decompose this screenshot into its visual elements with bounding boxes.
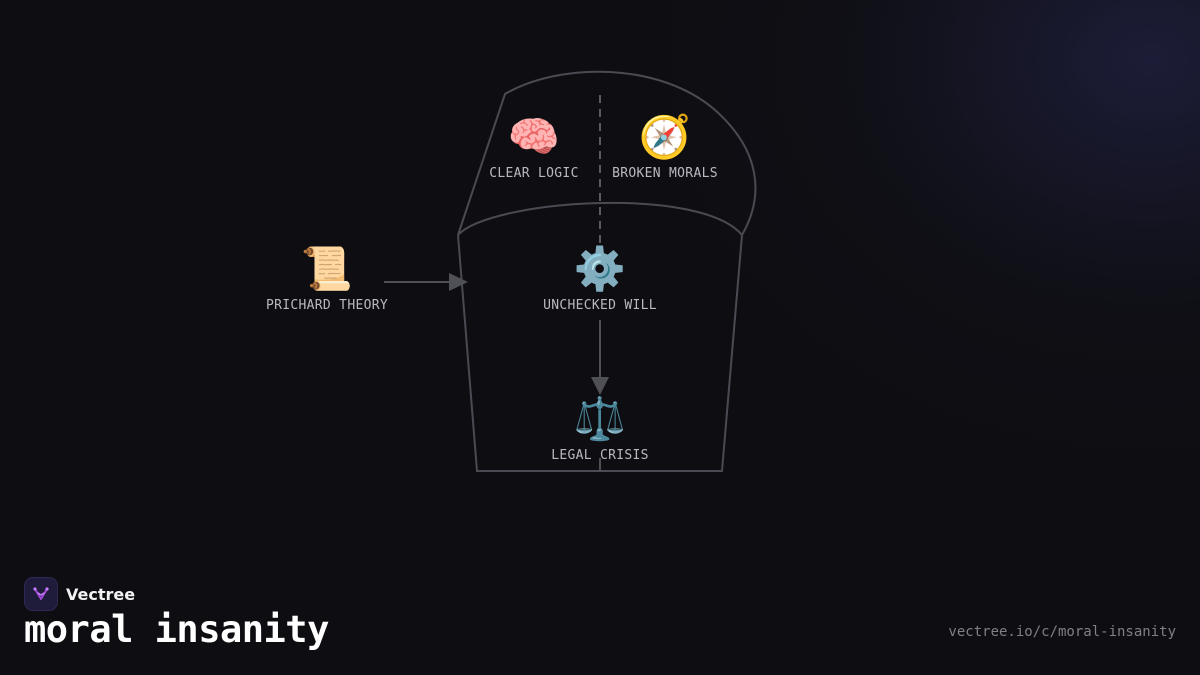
node-clear-logic: 🧠 CLEAR LOGIC — [489, 112, 578, 181]
brain-icon: 🧠 — [507, 112, 561, 161]
page-title: moral insanity — [24, 608, 329, 651]
brand[interactable]: Vectree — [24, 577, 135, 611]
node-prichard-theory: 📜 PRICHARD THEORY — [266, 244, 388, 313]
arrowhead-theory-to-will — [449, 273, 468, 291]
vectree-logo-icon — [24, 577, 58, 611]
node-broken-morals: 🧭 BROKEN MORALS — [612, 112, 718, 181]
compass-icon: 🧭 — [638, 112, 692, 161]
node-legal-crisis: ⚖️ LEGAL CRISIS — [551, 394, 649, 463]
node-label: BROKEN MORALS — [612, 166, 718, 181]
node-label: PRICHARD THEORY — [266, 298, 388, 313]
node-unchecked-will: ⚙️ UNCHECKED WILL — [543, 244, 657, 313]
page-url[interactable]: vectree.io/c/moral-insanity — [948, 624, 1176, 640]
scales-icon: ⚖️ — [573, 394, 627, 443]
gear-icon: ⚙️ — [573, 244, 627, 293]
vectree-logo-mark — [33, 587, 49, 600]
node-label: LEGAL CRISIS — [551, 448, 649, 463]
scroll-icon: 📜 — [300, 244, 354, 293]
head-outline-top — [457, 70, 757, 236]
node-label: CLEAR LOGIC — [489, 166, 579, 181]
brain-divider-curve — [457, 201, 743, 236]
node-label: UNCHECKED WILL — [543, 298, 657, 313]
arrowhead-will-to-crisis — [591, 377, 609, 395]
brand-name: Vectree — [66, 584, 136, 604]
